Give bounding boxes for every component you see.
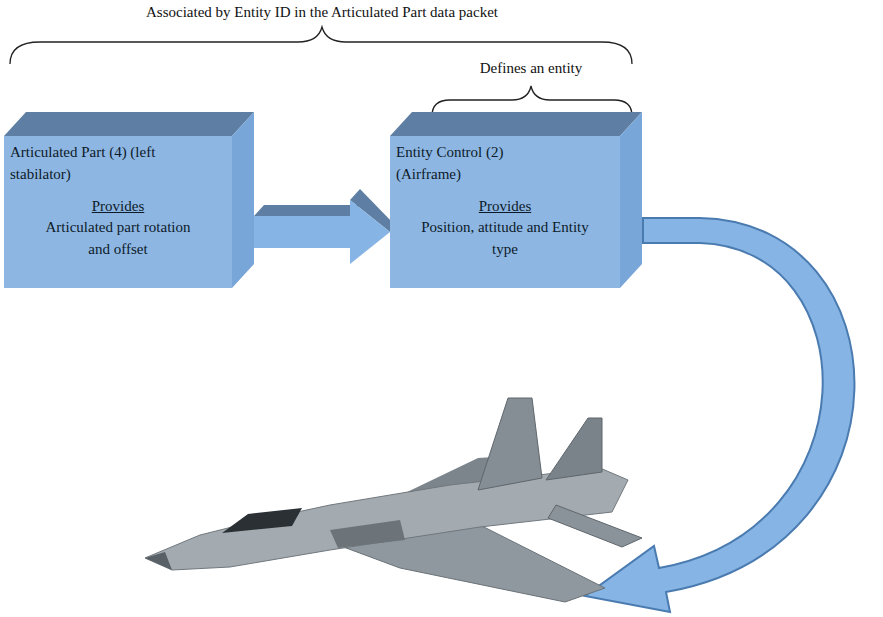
annotation-label: Associated by Entity ID in the Articulat…	[146, 4, 498, 21]
box-front-face	[390, 136, 620, 288]
box-heading: Entity Control (2) (Airframe)	[396, 142, 536, 186]
brace	[10, 27, 632, 64]
box-content: Entity Control (2) (Airframe) ProvidesPos…	[396, 142, 614, 261]
box-content: Articulated Part (4) (left stabilator) Pr…	[10, 142, 226, 261]
arrow-top-face	[254, 205, 360, 216]
box-subheading: Provides	[396, 196, 614, 218]
box-side-face	[232, 112, 254, 288]
brace	[432, 86, 632, 116]
prism-box: Entity Control (2) (Airframe) ProvidesPos…	[390, 112, 642, 288]
box-subheading: Provides	[10, 196, 226, 218]
block-arrow	[254, 189, 394, 264]
annotation-label: Defines an entity	[480, 60, 582, 77]
box-side-face	[620, 112, 642, 288]
airplane	[145, 398, 642, 602]
box-top-face	[4, 112, 254, 136]
box-top-face	[390, 112, 642, 136]
box-body: Articulated part rotation and offset	[38, 217, 198, 261]
box-body: Position, attitude and Entity type	[418, 217, 593, 261]
box-heading: Articulated Part (4) (left stabilator)	[10, 142, 160, 186]
box-front-face	[4, 136, 232, 288]
arrow-front-face	[254, 200, 390, 264]
prism-box: Articulated Part (4) (left stabilator) Pr…	[4, 112, 254, 288]
